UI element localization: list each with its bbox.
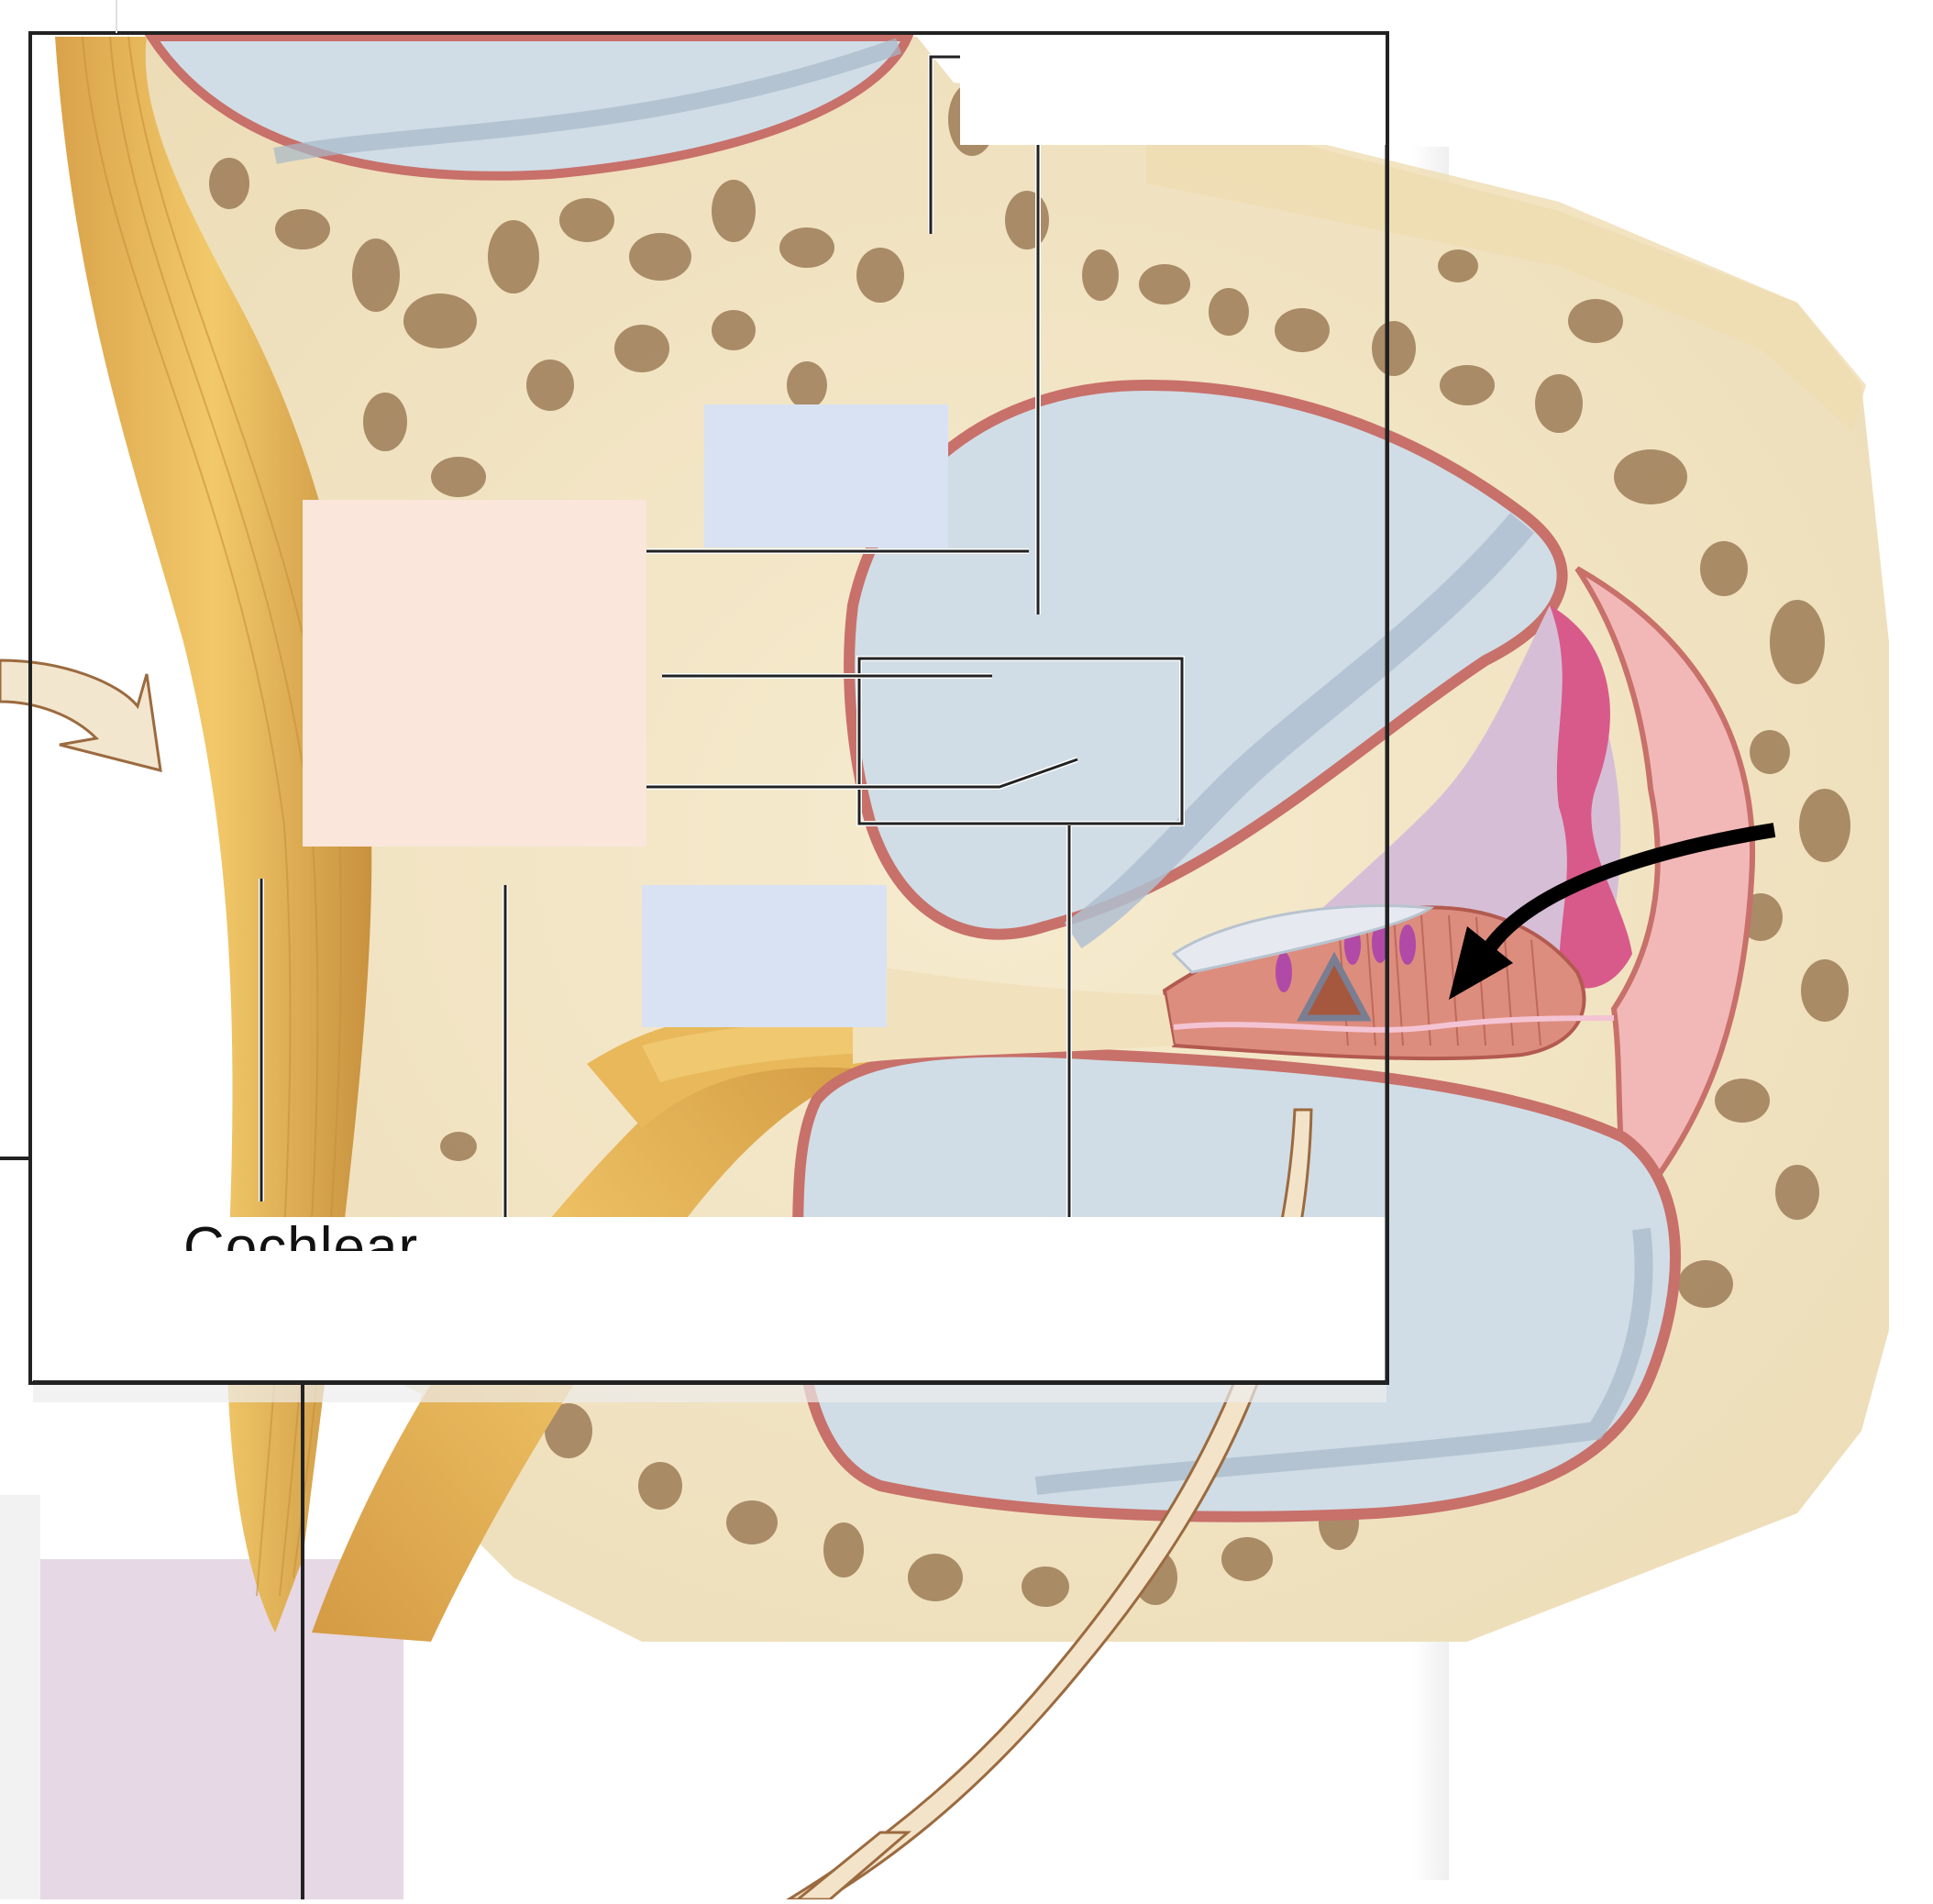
curved-arrow-icon [0, 659, 162, 773]
label-box-scala-tympani [642, 885, 887, 1027]
inset-box [857, 657, 1184, 825]
cochlear-label-text: Cochlear [183, 1220, 418, 1251]
cochlear-label-partial: Cochlear [183, 1220, 418, 1251]
tectorial-membrane [1171, 903, 1435, 974]
pointer-arrow-icon [1479, 823, 1776, 958]
label-box-scala-vestibuli [704, 404, 948, 548]
label-box-top-right [960, 0, 1408, 145]
label-box-bottom [33, 1217, 1385, 1380]
leader-bony-wall [929, 55, 960, 234]
leader-basilar-membrane [646, 758, 1078, 789]
outer-frame [28, 31, 1389, 1385]
label-box-left [303, 500, 646, 847]
